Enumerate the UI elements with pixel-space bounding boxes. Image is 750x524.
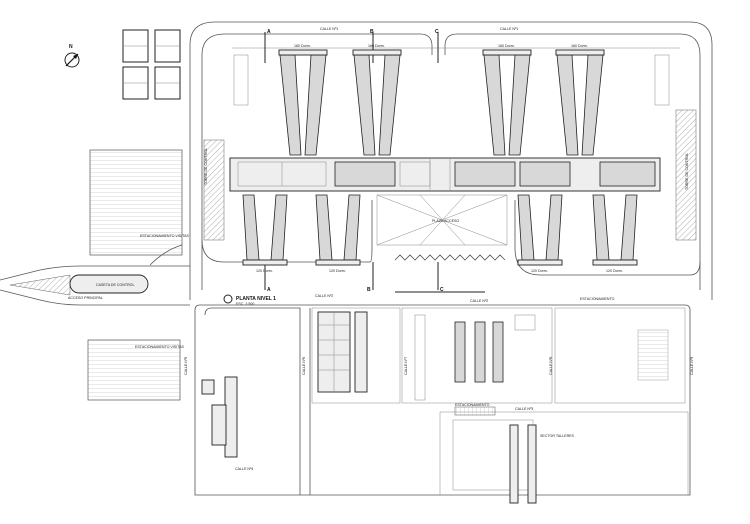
dorm-label: 120 Dorm. — [606, 269, 623, 273]
street-label: CALLE Nº2 — [470, 299, 488, 303]
dorm-pavilions-top: 160 Dorm. 160 Dorm. 160 Dorm. 160 Dorm. — [233, 44, 670, 156]
side-label: TORRE DE CONTROL — [685, 153, 689, 190]
street-label: CALLE Nº3 — [515, 407, 533, 411]
dorm-block: 120 Dorm. — [517, 194, 563, 273]
dorm-label: 120 Dorm. — [256, 269, 273, 273]
section-marker-c: C — [435, 29, 439, 35]
dorm-block: 160 Dorm. — [482, 44, 532, 156]
section-marker-b: B — [367, 287, 371, 293]
drawing-title-text: PLANTA NIVEL 1 — [236, 296, 276, 302]
section-marker-a: A — [267, 287, 271, 293]
section-markers: A B C A B C — [264, 29, 444, 293]
dorm-label: 160 Dorm. — [294, 44, 311, 48]
section-marker-a: A — [267, 29, 271, 35]
parking-label: ESTACIONAMIENTO — [455, 403, 490, 407]
access-label: ACCESO PRINCIPAL — [68, 296, 103, 300]
dorm-block: 120 Dorm. — [592, 194, 638, 273]
dorm-block: 160 Dorm. — [352, 44, 402, 156]
workshop-label: SECTOR TALLERES — [540, 434, 575, 438]
section-marker-c: C — [440, 287, 444, 293]
dorm-label: 160 Dorm. — [368, 44, 385, 48]
gate-label: CASETA DE CONTROL — [96, 283, 134, 287]
dorm-block: 160 Dorm. — [555, 44, 605, 156]
plaza-label: PLAZA ACCESO — [432, 219, 459, 223]
dorm-block: 120 Dorm. — [242, 194, 288, 273]
parking-label: ESTACIONAMIENTO VISITAS — [135, 345, 185, 349]
north-arrow-icon: N — [64, 44, 80, 68]
dorm-label: 160 Dorm. — [571, 44, 588, 48]
street-label: CALLE Nº7 — [404, 357, 408, 375]
street-label: CALLE Nº1 — [500, 27, 518, 31]
parking-label: ESTACIONAMIENTO — [580, 297, 615, 301]
main-compound-roads — [189, 21, 713, 300]
north-label: N — [69, 44, 73, 50]
drawing-title: PLANTA NIVEL 1 ESC. 1:500 — [223, 294, 276, 306]
visitor-parking: ESTACIONAMIENTO VISITAS ESTACIONAMIENTO … — [87, 149, 190, 401]
street-label: CALLE Nº1 — [320, 27, 338, 31]
main-access-road: CASETA DE CONTROL ACCESO PRINCIPAL — [0, 244, 190, 306]
street-label: CALLE Nº4 — [235, 467, 253, 471]
drawing-scale: ESC. 1:500 — [236, 302, 254, 306]
central-spine-building: TORRE DE CONTROL TORRE DE CONTROL — [203, 109, 697, 241]
lower-compound: CALLE Nº3 CALLE Nº4 CALLE Nº5 CALLE Nº6 … — [184, 297, 694, 496]
dorm-pavilions-bottom: 120 Dorm. 120 Dorm. 120 Dorm. 120 Dorm. — [242, 194, 638, 273]
lower-buildings: SECTOR TALLERES — [201, 311, 669, 504]
dorm-label: 120 Dorm. — [329, 269, 346, 273]
street-label: CALLE Nº2 — [315, 294, 333, 298]
side-label: TORRE DE CONTROL — [204, 148, 208, 185]
parking-label: ESTACIONAMIENTO VISITAS — [140, 234, 190, 238]
dorm-label: 120 Dorm. — [531, 269, 548, 273]
entrance-plaza: PLAZA ACCESO — [376, 194, 508, 293]
street-label: CALLE Nº9 — [690, 357, 694, 375]
dorm-label: 160 Dorm. — [498, 44, 515, 48]
street-label: CALLE Nº5 — [184, 357, 188, 375]
section-marker-b: B — [370, 29, 374, 35]
dorm-block: 120 Dorm. — [315, 194, 361, 273]
sports-courts — [122, 29, 181, 100]
street-label: CALLE Nº8 — [549, 357, 553, 375]
street-label: CALLE Nº6 — [302, 357, 306, 375]
dorm-block: 160 Dorm. — [278, 44, 328, 156]
